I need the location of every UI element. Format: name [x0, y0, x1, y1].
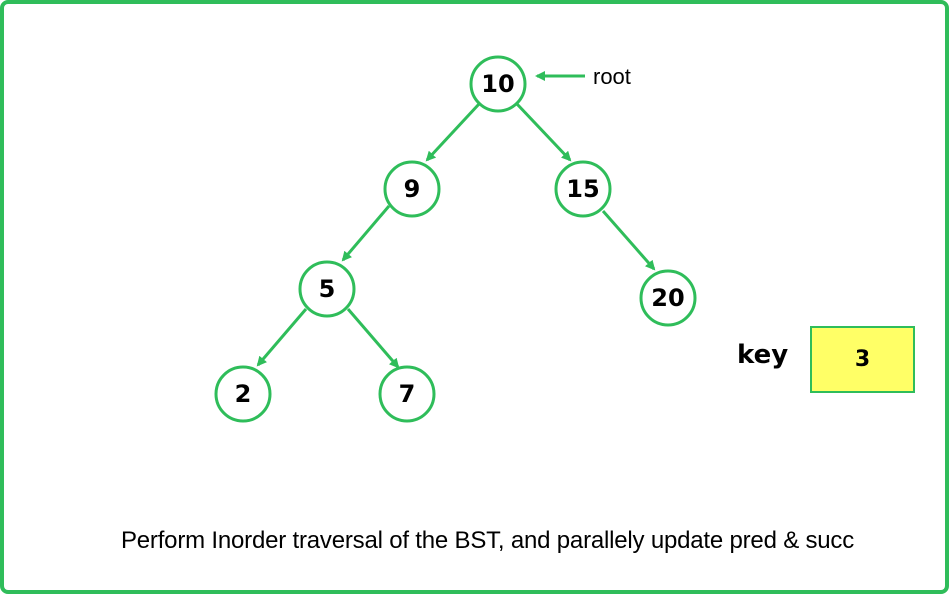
- node-15-label: 15: [566, 175, 599, 203]
- key-value: 3: [854, 347, 871, 372]
- node-10-label: 10: [481, 70, 514, 98]
- edge-5-2: [256, 308, 308, 367]
- node-10: 10: [469, 55, 527, 113]
- edge-5-7: [346, 308, 400, 369]
- edge-9-5: [341, 205, 391, 262]
- node-2-label: 2: [235, 380, 252, 408]
- node-7-label: 7: [399, 380, 416, 408]
- node-20: 20: [639, 269, 697, 327]
- node-5: 5: [298, 260, 356, 318]
- key-value-box: 3: [810, 326, 915, 393]
- edge-10-9: [425, 102, 481, 162]
- node-15: 15: [554, 160, 612, 218]
- edge-15-20: [601, 210, 656, 271]
- node-9-label: 9: [404, 175, 421, 203]
- node-2: 2: [214, 365, 272, 423]
- edge-10-15: [515, 102, 572, 162]
- key-label: key: [737, 340, 789, 370]
- node-5-label: 5: [319, 275, 336, 303]
- node-9: 9: [383, 160, 441, 218]
- node-7: 7: [378, 365, 436, 423]
- root-label: root: [593, 64, 631, 89]
- caption: Perform Inorder traversal of the BST, an…: [120, 527, 855, 554]
- node-20-label: 20: [651, 284, 684, 312]
